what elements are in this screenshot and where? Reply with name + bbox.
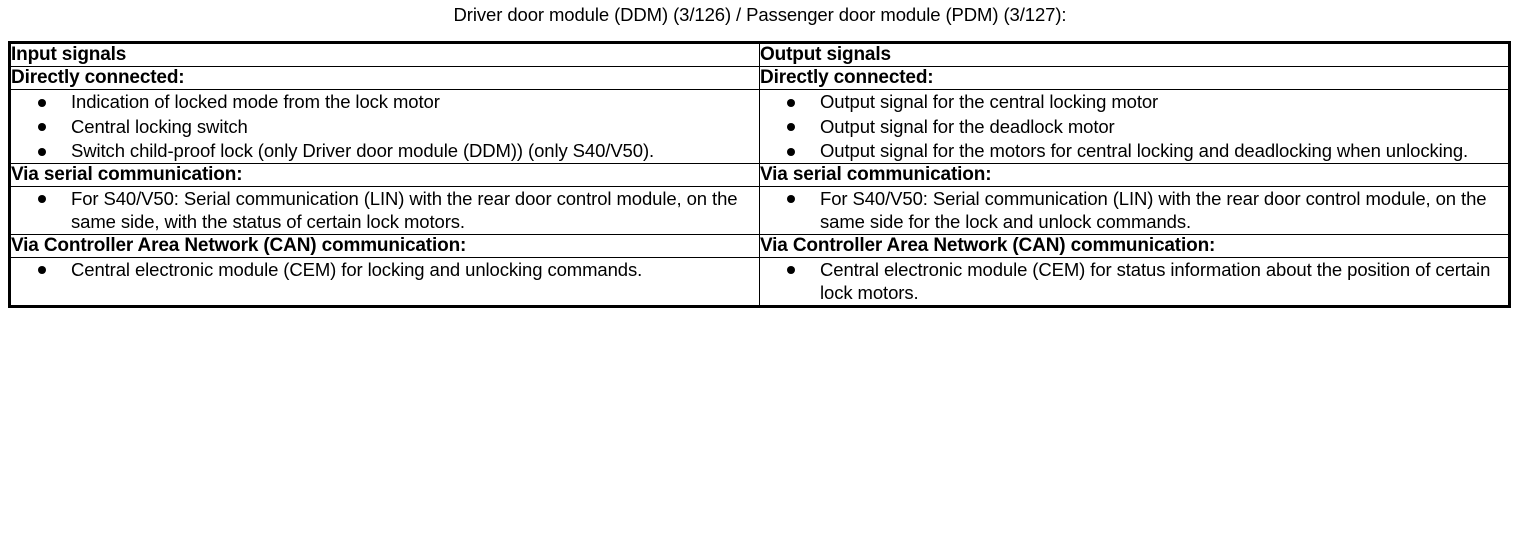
- table-row-section-items-directly-connected: Indication of locked mode from the lock …: [9, 89, 1510, 164]
- bullet-list: For S40/V50: Serial communication (LIN) …: [760, 187, 1508, 234]
- list-item-text: Central electronic module (CEM) for stat…: [820, 258, 1491, 304]
- section-heading-output-serial: Via serial communication:: [759, 162, 1510, 187]
- list-item-text: Central electronic module (CEM) for lock…: [71, 258, 643, 280]
- bullet-icon: [787, 123, 795, 132]
- table-row-column-headers: Input signals Output signals: [9, 41, 1510, 68]
- section-items-output-serial: For S40/V50: Serial communication (LIN) …: [759, 185, 1510, 235]
- list-item: Output signal for the motors for central…: [760, 139, 1508, 162]
- column-header-output-signals: Output signals: [759, 41, 1510, 68]
- section-items-input-directly-connected: Indication of locked mode from the lock …: [9, 89, 760, 164]
- section-heading-output-can: Via Controller Area Network (CAN) commun…: [759, 233, 1510, 258]
- signals-table: Input signals Output signals Directly co…: [8, 41, 1511, 308]
- section-heading-input-directly-connected: Directly connected:: [9, 66, 760, 91]
- section-heading-input-can: Via Controller Area Network (CAN) commun…: [9, 233, 760, 258]
- bullet-list: Output signal for the central locking mo…: [760, 90, 1508, 162]
- section-heading-input-serial: Via serial communication:: [9, 162, 760, 187]
- list-item-text: Central locking switch: [71, 115, 248, 137]
- section-heading-output-directly-connected: Directly connected:: [759, 66, 1510, 91]
- list-item: Indication of locked mode from the lock …: [11, 90, 759, 113]
- bullet-icon: [38, 123, 46, 132]
- bullet-list: For S40/V50: Serial communication (LIN) …: [11, 187, 759, 234]
- page-title: Driver door module (DDM) (3/126) / Passe…: [453, 4, 1067, 25]
- list-item-text: Output signal for the central locking mo…: [820, 91, 1159, 113]
- bullet-icon: [787, 266, 795, 275]
- section-items-output-directly-connected: Output signal for the central locking mo…: [759, 89, 1510, 164]
- list-item: For S40/V50: Serial communication (LIN) …: [11, 187, 759, 234]
- bullet-list: Indication of locked mode from the lock …: [11, 90, 759, 162]
- list-item-text: For S40/V50: Serial communication (LIN) …: [71, 187, 738, 233]
- table-row-section-items-can: Central electronic module (CEM) for lock…: [9, 256, 1510, 307]
- list-item-text: Switch child-proof lock (only Driver doo…: [71, 140, 655, 162]
- list-item: Central electronic module (CEM) for lock…: [11, 258, 759, 281]
- list-item-text: For S40/V50: Serial communication (LIN) …: [820, 187, 1487, 233]
- list-item: Central electronic module (CEM) for stat…: [760, 258, 1508, 305]
- bullet-icon: [38, 98, 46, 107]
- section-items-input-serial: For S40/V50: Serial communication (LIN) …: [9, 185, 760, 235]
- bullet-icon: [38, 266, 46, 275]
- list-item-text: Output signal for the motors for central…: [820, 140, 1469, 162]
- bullet-icon: [38, 147, 46, 156]
- list-item-text: Indication of locked mode from the lock …: [71, 91, 440, 113]
- bullet-icon: [787, 195, 795, 204]
- list-item: Central locking switch: [11, 115, 759, 138]
- bullet-list: Central electronic module (CEM) for stat…: [760, 258, 1508, 305]
- bullet-icon: [787, 98, 795, 107]
- table-row-section-items-serial: For S40/V50: Serial communication (LIN) …: [9, 185, 1510, 235]
- list-item: Switch child-proof lock (only Driver doo…: [11, 139, 759, 162]
- list-item-text: Output signal for the deadlock motor: [820, 115, 1115, 137]
- table-row-section-heading-can: Via Controller Area Network (CAN) commun…: [9, 233, 1510, 258]
- list-item: For S40/V50: Serial communication (LIN) …: [760, 187, 1508, 234]
- table-row-section-heading-directly-connected: Directly connected: Directly connected:: [9, 66, 1510, 91]
- list-item: Output signal for the central locking mo…: [760, 90, 1508, 113]
- section-items-output-can: Central electronic module (CEM) for stat…: [759, 256, 1510, 307]
- column-header-input-signals: Input signals: [9, 41, 760, 68]
- bullet-list: Central electronic module (CEM) for lock…: [11, 258, 759, 281]
- table-row-section-heading-serial: Via serial communication: Via serial com…: [9, 162, 1510, 187]
- bullet-icon: [38, 195, 46, 204]
- list-item: Output signal for the deadlock motor: [760, 115, 1508, 138]
- section-items-input-can: Central electronic module (CEM) for lock…: [9, 256, 760, 307]
- bullet-icon: [787, 147, 795, 156]
